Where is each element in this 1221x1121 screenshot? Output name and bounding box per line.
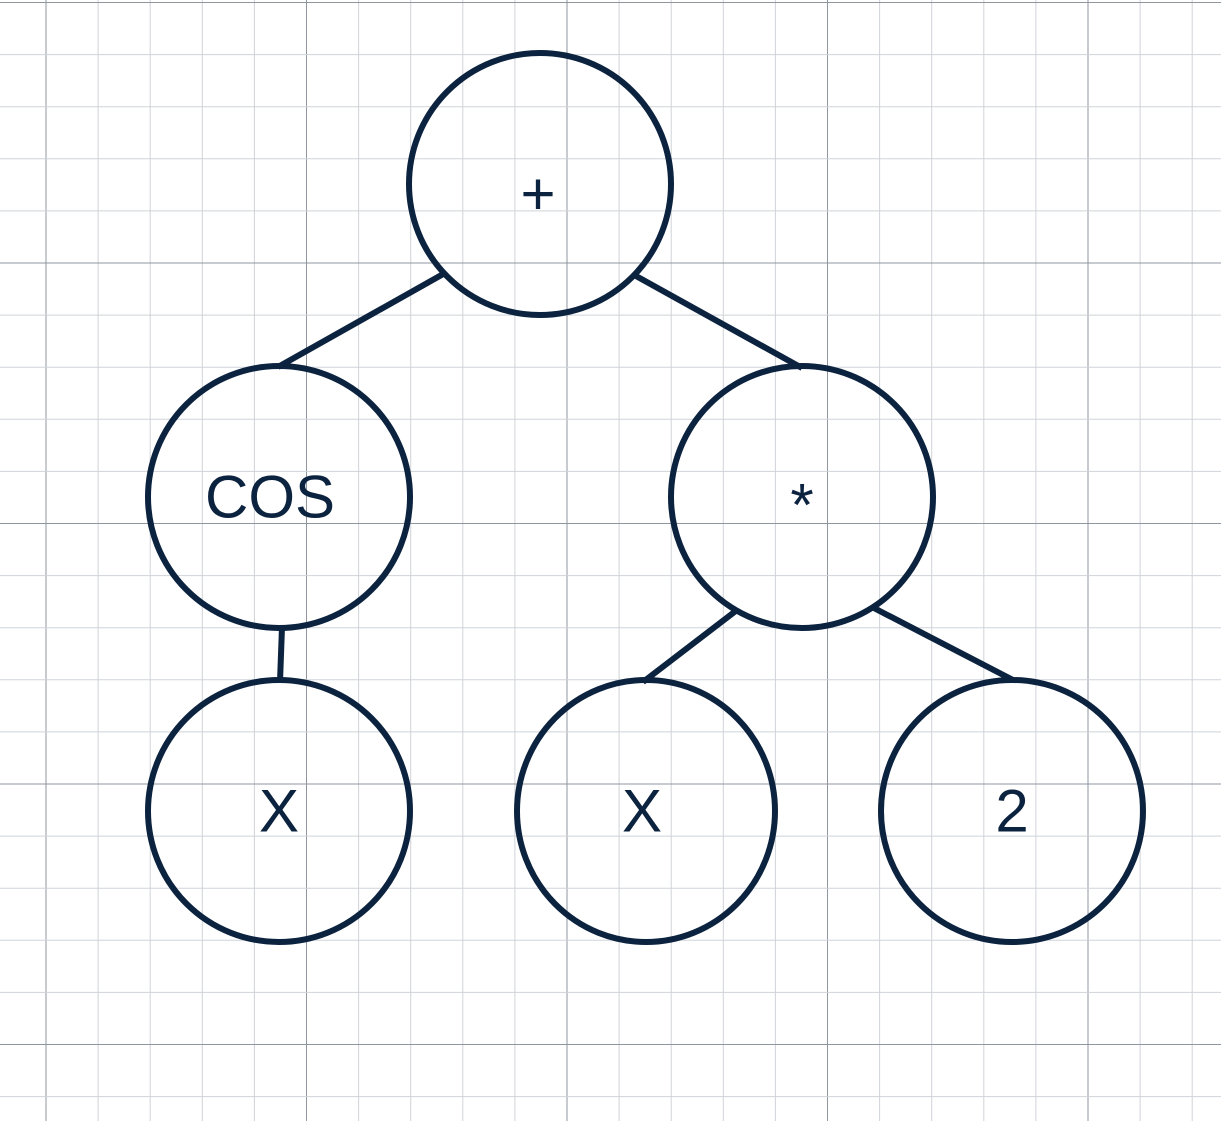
- edge-times-two: [870, 604, 1015, 683]
- edge-cos-x-left: [277, 626, 285, 683]
- node-x-left-circle: [145, 677, 413, 945]
- node-times: *: [668, 363, 936, 631]
- node-cos-label: COS: [205, 464, 335, 531]
- node-x-right-label: X: [622, 778, 662, 845]
- node-times-circle: [668, 363, 936, 631]
- node-plus: +: [406, 50, 674, 318]
- edge-times-x-right: [641, 607, 739, 685]
- node-cos: COS: [145, 363, 413, 631]
- node-times-label: *: [790, 472, 813, 539]
- node-cos-circle: [145, 363, 413, 631]
- node-plus-label: +: [520, 161, 555, 228]
- edge-plus-times: [634, 273, 804, 371]
- node-x-right: X: [514, 677, 778, 945]
- node-x-left: X: [145, 677, 413, 945]
- node-two-circle: [878, 677, 1146, 945]
- node-two: 2: [878, 677, 1146, 945]
- node-two-label: 2: [995, 778, 1028, 845]
- node-plus-circle: [406, 50, 674, 318]
- tree-edges: [276, 270, 1015, 685]
- node-x-right-circle: [514, 677, 778, 945]
- tree-nodes: + COS * X X 2: [145, 50, 1146, 945]
- edge-plus-cos: [276, 270, 447, 370]
- node-x-left-label: X: [259, 778, 299, 845]
